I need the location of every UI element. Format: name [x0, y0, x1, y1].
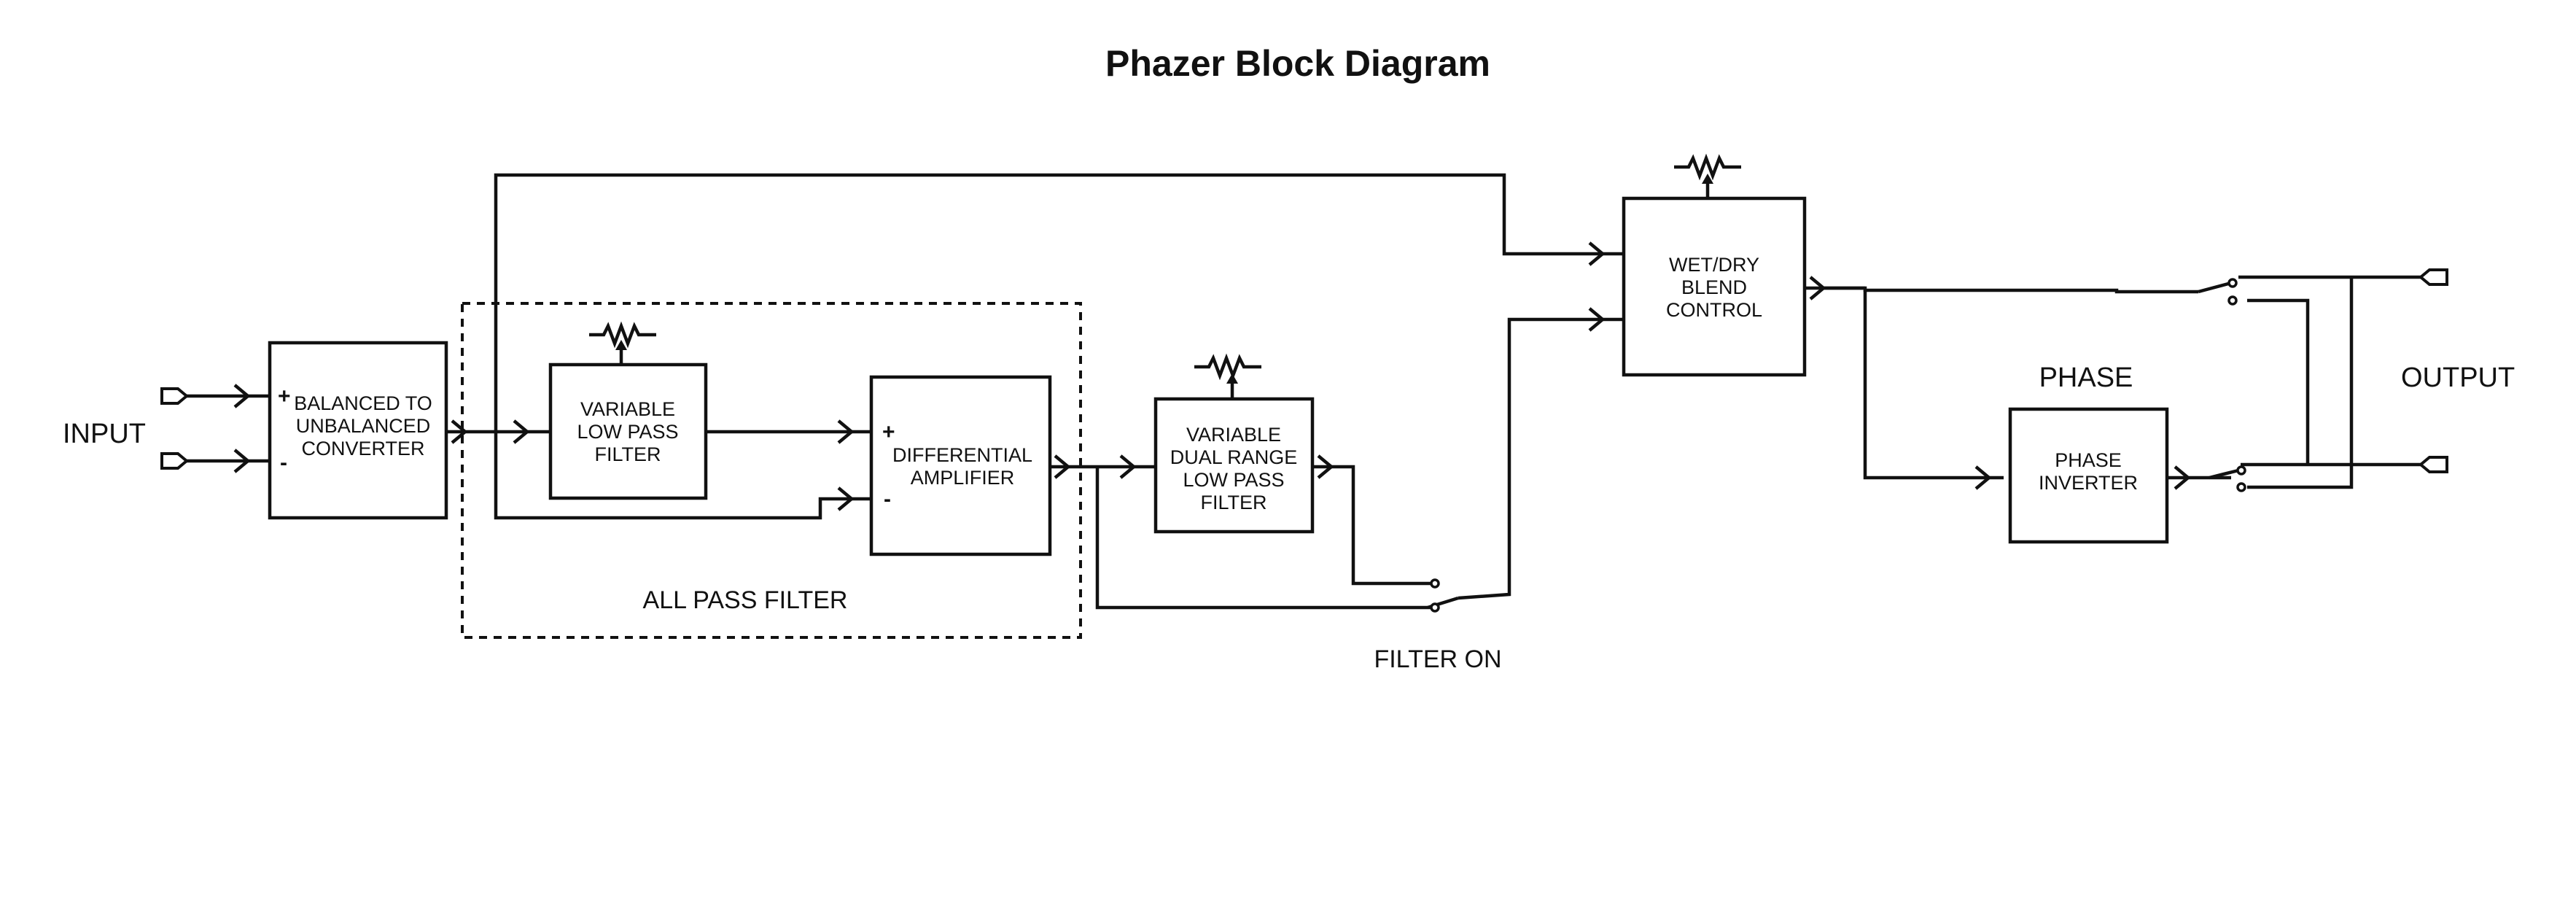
svg-text:DIFFERENTIAL: DIFFERENTIAL [892, 444, 1032, 466]
vlpf-pot-icon [589, 321, 656, 365]
signal-wires [185, 173, 2421, 610]
wet-dry-blend-control-block: WET/DRY BLEND CONTROL [1622, 196, 1807, 377]
svg-text:INVERTER: INVERTER [2039, 472, 2138, 494]
svg-text:PHASE: PHASE [2055, 449, 2122, 471]
svg-text:UNBALANCED: UNBALANCED [296, 415, 431, 437]
all-pass-filter-label: ALL PASS FILTER [643, 586, 848, 614]
filter-on-label: FILTER ON [1374, 645, 1501, 673]
plus-sign: + [882, 420, 895, 444]
svg-text:AMPLIFIER: AMPLIFIER [911, 467, 1015, 489]
svg-text:WET/DRY: WET/DRY [1669, 254, 1759, 276]
svg-text:BALANCED TO: BALANCED TO [294, 392, 432, 414]
input-label: INPUT [63, 419, 146, 449]
minus-sign: - [280, 451, 287, 475]
output-jacks [2418, 268, 2448, 473]
svg-text:FILTER: FILTER [594, 443, 661, 465]
output-label: OUTPUT [2401, 362, 2515, 393]
differential-amplifier-block: DIFFERENTIAL AMPLIFIER + - [869, 375, 1052, 556]
dual-pot-icon [1194, 353, 1261, 399]
all-pass-filter-region [461, 302, 1082, 639]
phase-label: PHASE [2039, 362, 2133, 393]
variable-low-pass-filter-block: VARIABLE LOW PASS FILTER [548, 362, 708, 500]
plus-sign: + [278, 384, 291, 408]
svg-text:FILTER: FILTER [1200, 492, 1266, 513]
minus-sign: - [884, 487, 891, 511]
svg-text:VARIABLE: VARIABLE [1186, 424, 1281, 446]
balanced-converter-block: BALANCED TO UNBALANCED CONVERTER + - [268, 341, 448, 520]
wetdry-pot-icon [1674, 153, 1741, 198]
svg-text:CONTROL: CONTROL [1666, 299, 1762, 321]
dual-range-low-pass-filter-block: VARIABLE DUAL RANGE LOW PASS FILTER [1153, 397, 1315, 534]
input-jacks [160, 387, 190, 470]
signal-arrows [233, 241, 2191, 511]
svg-text:BLEND: BLEND [1681, 276, 1747, 298]
switch-contacts [1430, 278, 2246, 613]
phase-inverter-block: PHASE INVERTER [2008, 407, 2169, 544]
diagram-title: Phazer Block Diagram [1105, 43, 1490, 84]
svg-text:LOW PASS: LOW PASS [577, 421, 678, 443]
svg-text:VARIABLE: VARIABLE [580, 398, 675, 420]
svg-text:DUAL RANGE: DUAL RANGE [1170, 446, 1298, 468]
svg-text:LOW PASS: LOW PASS [1183, 469, 1284, 491]
svg-text:CONVERTER: CONVERTER [301, 438, 424, 459]
